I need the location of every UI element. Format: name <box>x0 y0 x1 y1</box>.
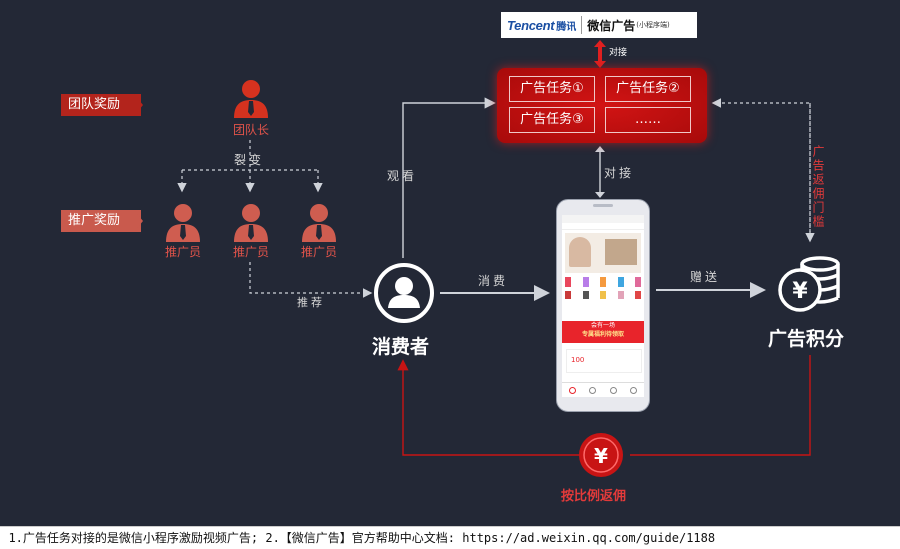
panel-phone-link <box>595 146 605 198</box>
phone-coupon: 100 <box>566 349 642 373</box>
wechat-ads-wordmark: 微信广告 <box>587 18 636 33</box>
promoter-person-icon <box>166 204 200 242</box>
phone-mockup: 会有一场 专属福利待领取 100 <box>556 199 650 412</box>
team-reward-arrow-icon <box>134 94 143 116</box>
consumer-person-icon <box>374 263 434 323</box>
rebate-loop-left <box>397 359 580 456</box>
coins-icon: ¥ <box>778 256 840 312</box>
fission-label: 裂变 <box>234 153 265 167</box>
phone-screen: 会有一场 专属福利待领取 100 <box>562 215 644 397</box>
footer-note: : 1.广告任务对接的是微信小程序激励视频广告; 2.【微信广告】官方帮助中心文… <box>0 531 716 545</box>
phone-promo-title: 会有一场 <box>590 322 615 329</box>
promo-reward-tag: 推广奖励 <box>61 210 141 232</box>
promoter-person-icon <box>302 204 336 242</box>
rebate-loop-right <box>630 355 811 456</box>
duijie-top-label: 对接 <box>609 48 628 58</box>
gift-label: 赠送 <box>690 270 721 284</box>
consumer-label: 消费者 <box>372 336 430 358</box>
miniprogram-note: (小程序端) <box>636 21 670 29</box>
consume-label: 消费 <box>478 274 509 288</box>
promoter-label: 推广员 <box>164 245 201 259</box>
phone-coupon-price: 100 <box>571 356 585 364</box>
phone-promo-subtitle: 专属福利待领取 <box>581 331 624 338</box>
recommend-label: 推荐 <box>297 296 325 309</box>
ad-task-3: 广告任务③ <box>509 107 595 133</box>
tencent-wordmark: Tencent <box>507 17 555 33</box>
tencent-ads-logo: Tencent 腾讯 微信广告 (小程序端) <box>501 12 697 38</box>
ad-task-more: …… <box>605 107 691 133</box>
proportion-rebate-label: 按比例返佣 <box>561 489 627 504</box>
phone-tab-bar <box>562 382 644 397</box>
tencent-cn-wordmark: 腾讯 <box>556 21 577 33</box>
ad-points-label: 广告积分 <box>768 328 845 350</box>
footer-note-bar: : 1.广告任务对接的是微信小程序激励视频广告; 2.【微信广告】官方帮助中心文… <box>0 526 900 549</box>
leader-person-icon <box>234 80 268 118</box>
phone-product-row <box>565 277 641 301</box>
promoter-person-icon <box>234 204 268 242</box>
ad-task-2: 广告任务② <box>605 76 691 102</box>
rebate-coin-icon: ¥ <box>579 433 623 477</box>
promo-reward-arrow-icon <box>134 210 143 232</box>
team-reward-tag: 团队奖励 <box>61 94 141 116</box>
ad-rebate-threshold-label: 广告返佣门槛 <box>811 145 825 229</box>
phone-promo-banner: 会有一场 专属福利待领取 <box>562 321 644 343</box>
promoter-label: 推广员 <box>232 245 269 259</box>
leader-label: 团队长 <box>232 123 269 137</box>
fission-fork <box>177 98 815 298</box>
watch-arrow <box>402 97 496 258</box>
phone-banner-image <box>565 233 641 273</box>
brand-panel-link <box>594 40 606 68</box>
duijie-mid-label: 对接 <box>604 166 635 180</box>
promoter-label: 推广员 <box>300 245 337 259</box>
coin-yen-symbol: ¥ <box>792 279 808 304</box>
phone-speaker <box>593 204 613 207</box>
rebate-yen-symbol: ¥ <box>594 444 608 468</box>
ad-task-panel: 广告任务① 广告任务② 广告任务③ …… <box>497 68 707 143</box>
watch-label: 观看 <box>387 169 418 183</box>
ad-task-1: 广告任务① <box>509 76 595 102</box>
logo-divider <box>581 16 583 34</box>
